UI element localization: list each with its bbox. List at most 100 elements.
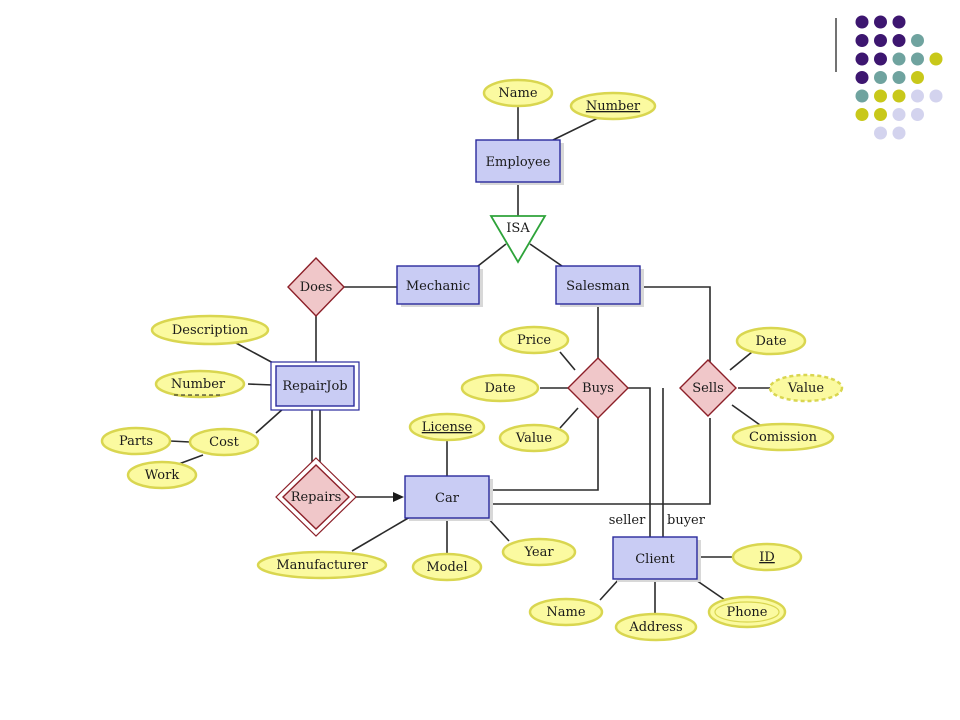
attr-repairjob-number-partial-key[interactable]: Number xyxy=(154,369,246,399)
decorative-dot xyxy=(855,52,869,66)
svg-text:Parts: Parts xyxy=(119,434,153,449)
edge-repairjob-cost xyxy=(255,407,285,434)
entity-client-label: Client xyxy=(635,552,675,567)
entity-repairjob-label: RepairJob xyxy=(282,379,347,394)
decorative-dot xyxy=(855,34,869,47)
svg-text:Number: Number xyxy=(171,377,226,392)
edge-sells-comission xyxy=(731,404,761,426)
svg-text:Name: Name xyxy=(546,605,585,620)
edge-repairjob-description xyxy=(235,342,276,365)
attr-sells-comission[interactable]: Comission xyxy=(731,422,835,452)
decorative-dot xyxy=(874,108,887,121)
svg-text:Address: Address xyxy=(628,620,682,635)
edge-employee-number xyxy=(552,117,599,141)
attr-sells-date[interactable]: Date xyxy=(735,326,807,356)
decorative-dot xyxy=(911,108,924,121)
isa-triangle[interactable]: ISA xyxy=(489,215,547,264)
decorative-dot xyxy=(874,89,887,103)
svg-text:License: License xyxy=(422,420,473,435)
attr-client-address[interactable]: Address xyxy=(614,612,698,642)
entity-salesman-label: Salesman xyxy=(566,279,630,294)
attr-employee-name[interactable]: Name xyxy=(482,78,554,108)
relationship-buys[interactable]: Buys xyxy=(567,357,629,419)
attr-cost-parts[interactable]: Parts xyxy=(100,426,172,456)
attr-client-name[interactable]: Name xyxy=(528,597,604,627)
svg-text:Number: Number xyxy=(586,99,641,114)
decorative-dot xyxy=(911,52,924,66)
edge-buys-value xyxy=(559,407,579,429)
decorative-dot xyxy=(855,71,869,84)
decorative-dot xyxy=(929,89,943,103)
decorative-dot xyxy=(892,126,906,140)
svg-text:Manufacturer: Manufacturer xyxy=(276,558,368,573)
attr-client-id-key[interactable]: ID xyxy=(731,542,803,572)
svg-text:Cost: Cost xyxy=(209,435,239,450)
decorative-dot xyxy=(855,108,869,121)
edge-isa-mechanic xyxy=(477,243,507,267)
entity-employee-label: Employee xyxy=(486,155,551,170)
edges xyxy=(169,106,770,613)
relationship-repairs-label: Repairs xyxy=(291,490,342,505)
svg-text:Name: Name xyxy=(498,86,537,101)
entity-car-label: Car xyxy=(435,491,460,506)
entity-repairjob-weak[interactable]: RepairJob xyxy=(270,361,360,411)
svg-text:Value: Value xyxy=(787,381,824,396)
attr-repairjob-cost[interactable]: Cost xyxy=(188,427,260,457)
entity-client[interactable]: Client xyxy=(612,536,701,582)
entity-mechanic[interactable]: Mechanic xyxy=(396,265,483,307)
attr-car-manufacturer[interactable]: Manufacturer xyxy=(256,550,388,580)
decorative-dot xyxy=(874,34,887,47)
attr-car-year[interactable]: Year xyxy=(501,537,577,567)
svg-text:Date: Date xyxy=(484,381,515,396)
decorative-dot xyxy=(911,89,924,103)
edge-sells-date xyxy=(729,351,753,371)
edge-salesman-sells xyxy=(641,286,711,362)
edge-buys-car xyxy=(490,418,599,491)
decorative-dot xyxy=(892,15,906,29)
edge-isa-salesman xyxy=(529,243,563,267)
edge-cost-parts xyxy=(169,440,191,443)
entity-mechanic-label: Mechanic xyxy=(406,279,470,294)
edge-repairjob-number xyxy=(247,383,274,386)
relationship-sells-label: Sells xyxy=(692,381,724,396)
attr-buys-value[interactable]: Value xyxy=(498,423,570,453)
attr-buys-date[interactable]: Date xyxy=(460,373,540,403)
relationship-repairs-identifying[interactable]: Repairs xyxy=(275,457,357,537)
svg-text:Comission: Comission xyxy=(749,430,818,445)
attr-repairjob-description[interactable]: Description xyxy=(150,314,270,346)
decorative-dot xyxy=(855,89,869,103)
decorative-dot xyxy=(929,52,943,66)
entity-employee[interactable]: Employee xyxy=(475,139,564,185)
attr-client-phone-multivalued[interactable]: Phone xyxy=(707,595,787,629)
decorative-dot xyxy=(911,34,924,47)
decorative-dot xyxy=(892,52,906,66)
role-label-seller: seller xyxy=(609,513,646,528)
arrowhead-icon xyxy=(393,492,404,502)
relationship-does[interactable]: Does xyxy=(287,256,345,318)
svg-text:Work: Work xyxy=(145,468,180,483)
attr-car-license-key[interactable]: License xyxy=(408,412,486,442)
edge-sells-car xyxy=(490,418,711,505)
attr-cost-work[interactable]: Work xyxy=(126,460,198,490)
entity-salesman[interactable]: Salesman xyxy=(555,265,644,307)
attr-car-model[interactable]: Model xyxy=(411,552,483,582)
decorative-dot-grid xyxy=(855,15,943,140)
edge-buys-price xyxy=(559,351,576,371)
attr-employee-number-key[interactable]: Number xyxy=(569,91,657,121)
svg-text:Date: Date xyxy=(755,334,786,349)
decorative-dot xyxy=(855,15,869,29)
edge-buys-client xyxy=(628,387,651,537)
decorative-dot xyxy=(911,71,924,84)
entity-car[interactable]: Car xyxy=(404,475,493,521)
svg-text:ID: ID xyxy=(759,550,775,565)
decorative-dot xyxy=(874,126,887,140)
decorative-dot xyxy=(892,89,906,103)
relationship-sells[interactable]: Sells xyxy=(679,359,737,417)
relationship-does-label: Does xyxy=(300,280,333,295)
attr-sells-value-derived[interactable]: Value xyxy=(768,373,844,403)
edge-car-manufacturer xyxy=(351,516,411,552)
role-label-buyer: buyer xyxy=(667,513,706,528)
attr-buys-price[interactable]: Price xyxy=(498,325,570,355)
decorative-dot xyxy=(892,71,906,84)
